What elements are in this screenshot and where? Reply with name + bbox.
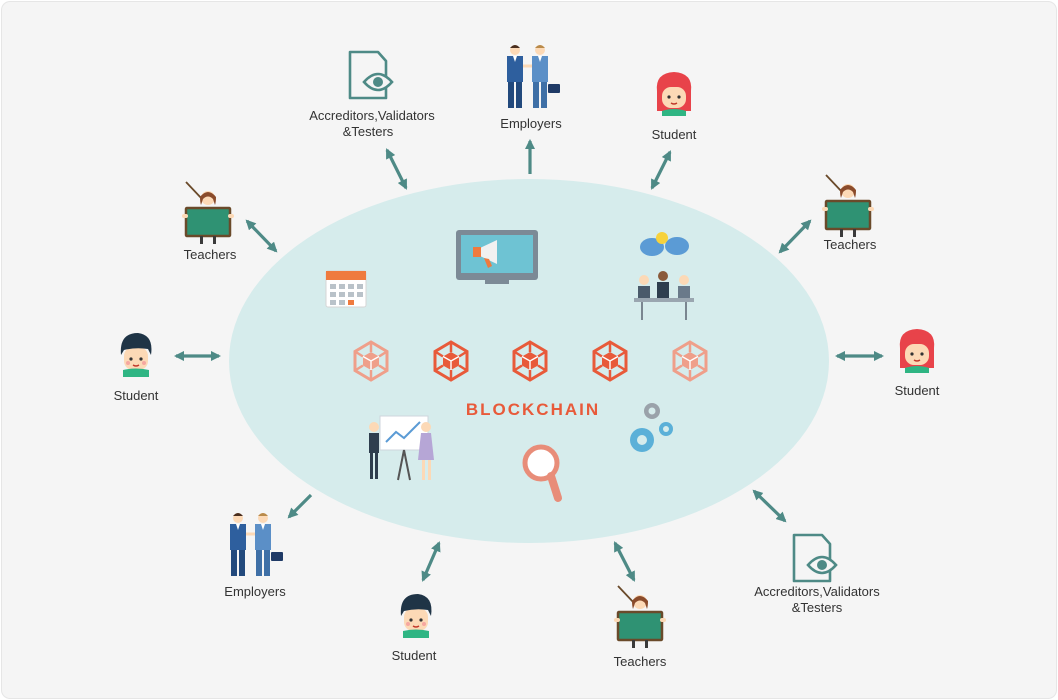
arrow-teachers-bottom (613, 541, 636, 582)
student-boy-icon (400, 593, 433, 639)
node-label: Student (652, 127, 697, 142)
node-accreditors-bottom: Accreditors,Validators &Testers (754, 533, 880, 615)
node-teachers-left: Teachers (180, 180, 237, 262)
node-label: Teachers (184, 247, 237, 262)
arrow-accreditors-top (385, 148, 408, 190)
node-label: Student (114, 388, 159, 403)
node-student-left: Student (114, 332, 159, 403)
node-teachers-right: Teachers (820, 173, 877, 252)
monitor-megaphone-icon (456, 230, 538, 284)
connection-arrows (173, 138, 885, 582)
node-label-line1: Accreditors,Validators (754, 584, 880, 599)
businessmen-icon (505, 43, 562, 110)
node-label: Teachers (614, 654, 667, 669)
teacher-icon (820, 173, 876, 239)
arrow-employers-bottom (287, 493, 313, 519)
node-accreditors-top: Accreditors,Validators &Testers (309, 50, 435, 139)
node-label: Employers (500, 116, 562, 131)
node-label-line1: Accreditors,Validators (309, 108, 435, 123)
magnifier-icon (522, 444, 562, 502)
arrow-student-top-right (650, 150, 672, 190)
student-girl-icon (899, 328, 935, 374)
gears-icon (630, 403, 673, 452)
node-label: Teachers (824, 237, 877, 252)
node-label-line2: &Testers (343, 124, 394, 139)
student-girl-icon (656, 71, 692, 117)
blockchain-label: BLOCKCHAIN (466, 400, 600, 419)
node-label-line2: &Testers (792, 600, 843, 615)
node-teachers-bottom: Teachers (612, 584, 668, 669)
teacher-icon (612, 584, 668, 650)
teacher-icon (180, 180, 236, 246)
document-eye-icon (792, 533, 838, 583)
node-label: Student (895, 383, 940, 398)
node-label: Student (392, 648, 437, 663)
student-boy-icon (120, 332, 153, 378)
arrow-accreditors-bottom (752, 489, 787, 523)
arrow-teachers-right (778, 219, 812, 254)
node-label: Employers (224, 584, 286, 599)
node-student-bottom: Student (392, 593, 437, 663)
arrow-teachers-left (245, 219, 278, 253)
document-eye-icon (348, 50, 394, 100)
presentation-icon (369, 415, 434, 481)
node-student-top-right: Student (652, 71, 697, 142)
node-employers-top: Employers (500, 43, 562, 131)
meeting-icon (634, 232, 694, 320)
businessmen-icon (228, 511, 285, 578)
arrow-student-bottom (421, 541, 441, 582)
node-employers-bottom: Employers (224, 511, 286, 599)
calendar-icon (325, 270, 367, 308)
node-student-right: Student (895, 328, 940, 398)
